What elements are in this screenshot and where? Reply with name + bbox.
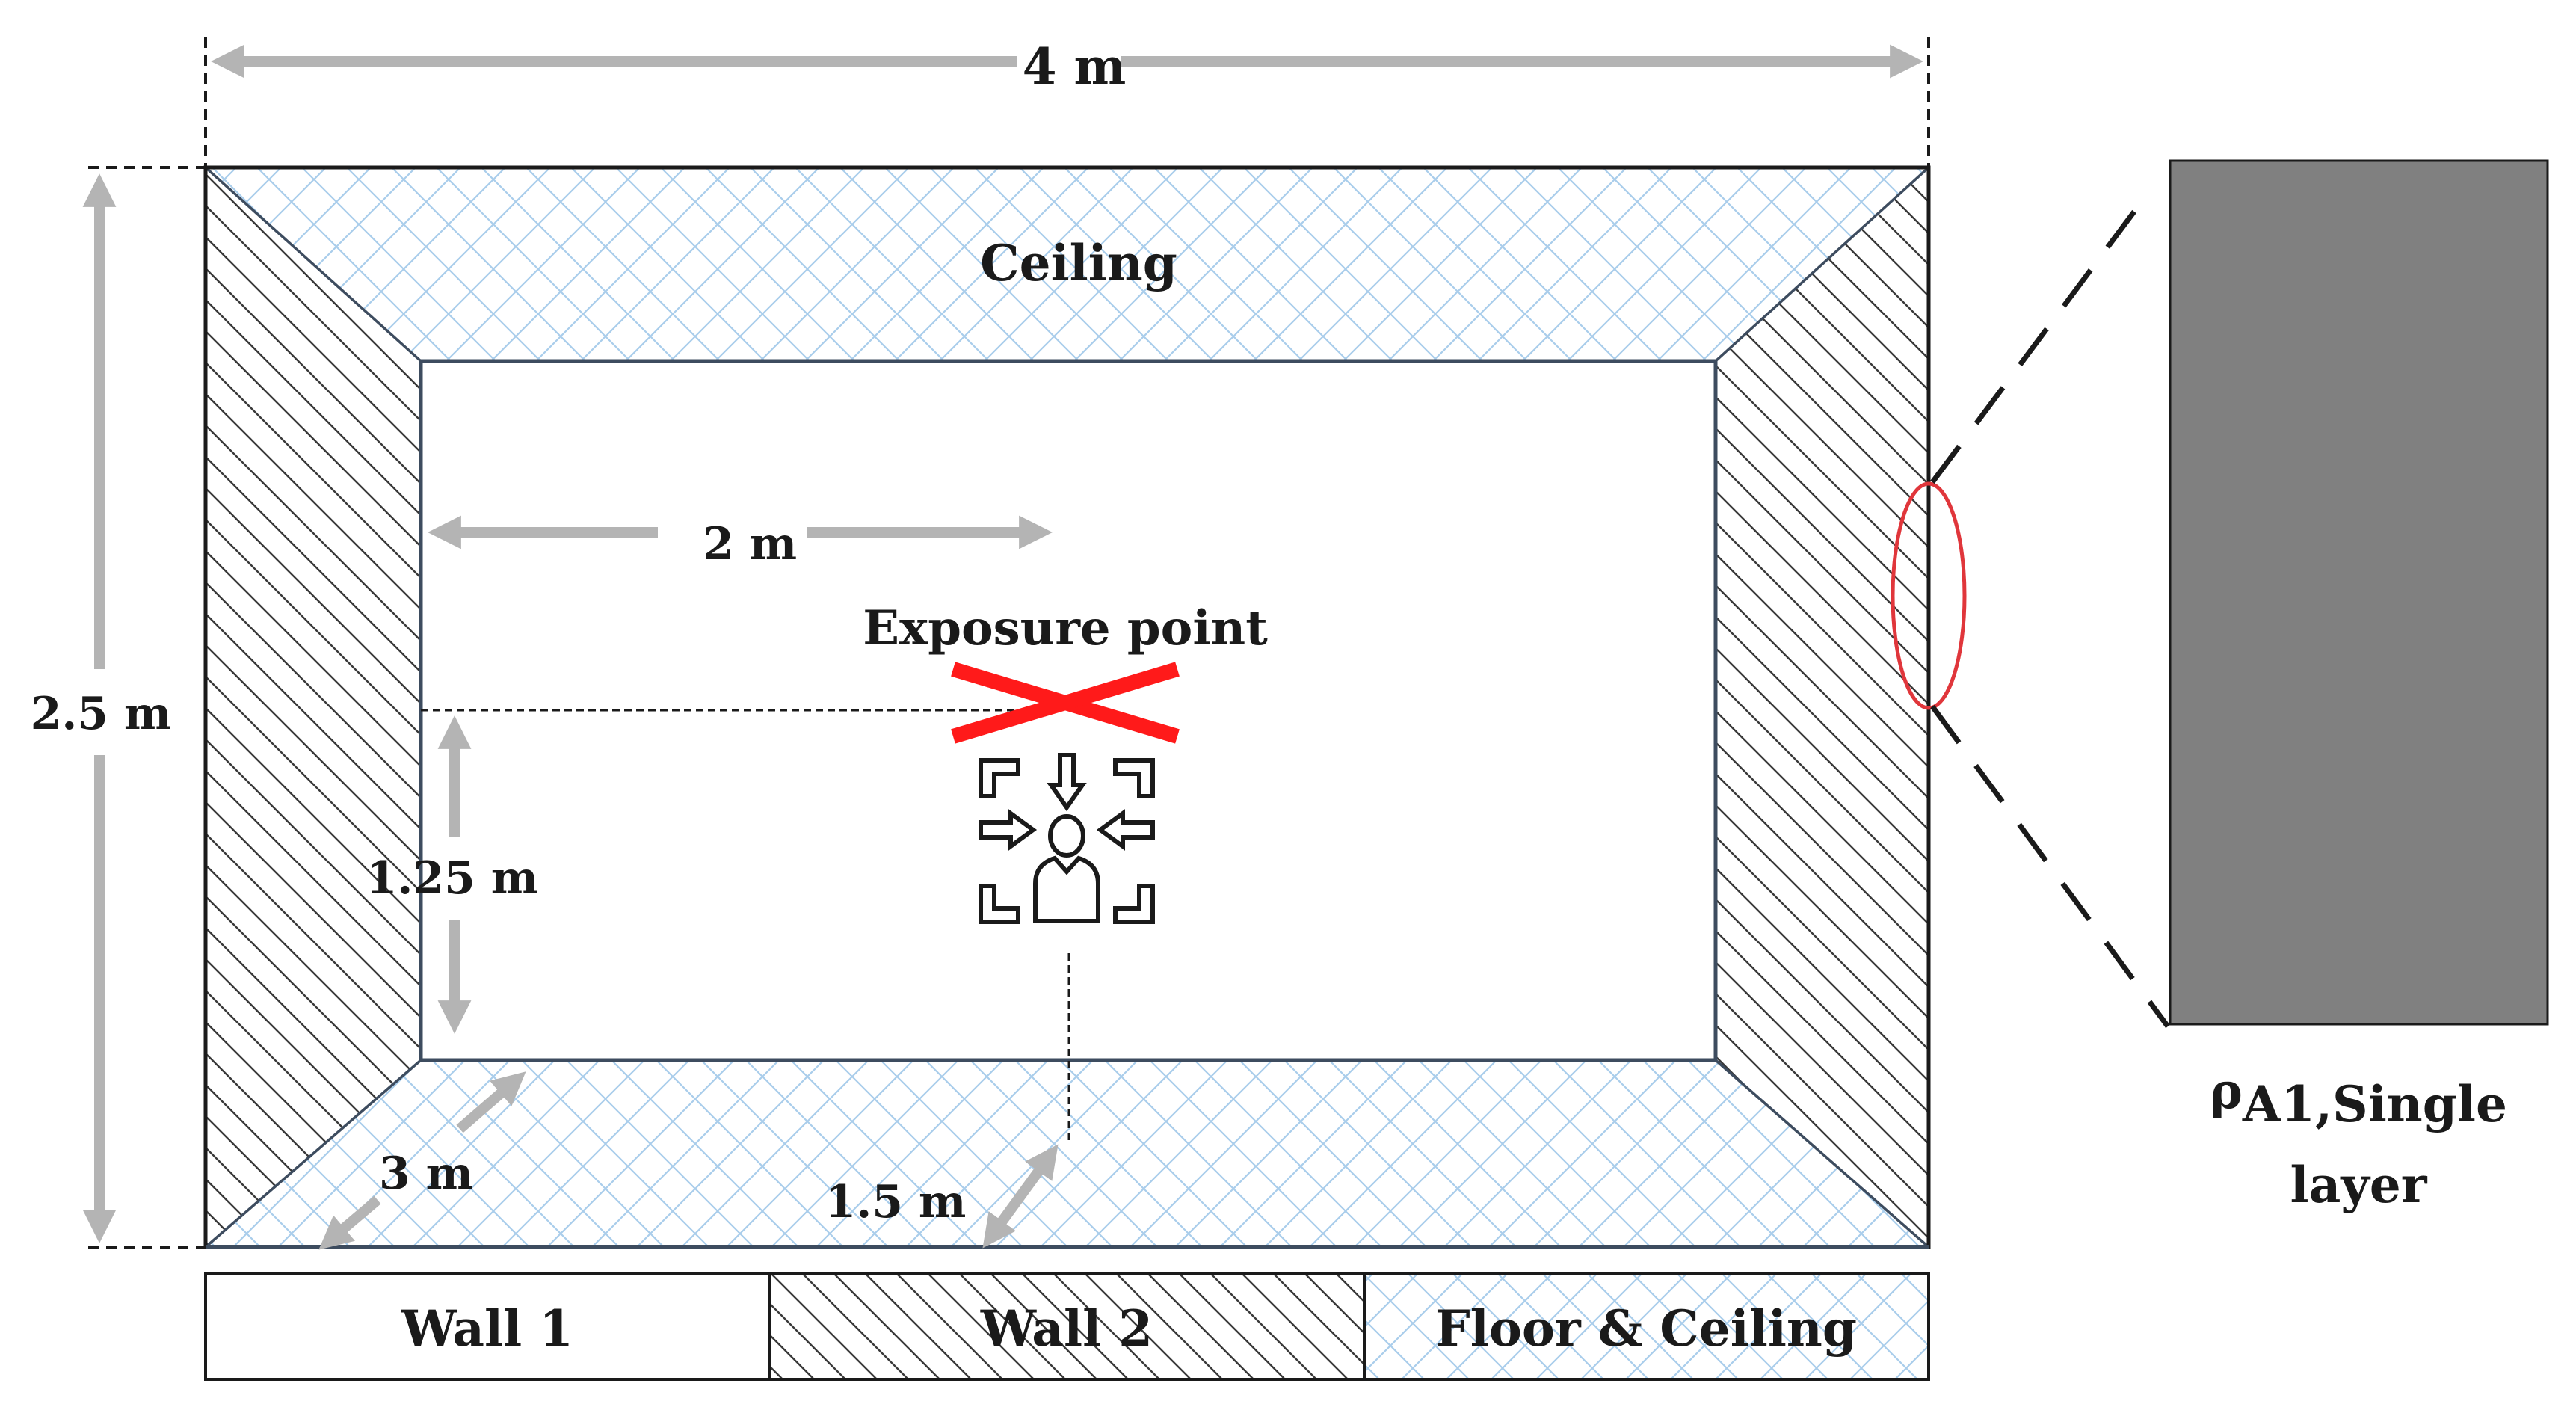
- layer-label-line1: ρA1,Single: [2210, 1062, 2507, 1133]
- depth-dimension: 3 m: [318, 1071, 526, 1250]
- layer-label-line2: layer: [2290, 1156, 2428, 1214]
- legend: Wall 1 Wall 2 Floor & Ceiling: [204, 1272, 1930, 1381]
- wall-2-surface: [1716, 167, 1929, 1247]
- vertical-offset-label: 1.25 m: [366, 852, 539, 905]
- callout-line-top: [1930, 209, 2136, 484]
- legend-swatch-floor-ceiling: [1363, 1272, 1930, 1381]
- ceiling-surface: [206, 167, 1929, 361]
- person-focus-icon: [979, 753, 1155, 924]
- depth-offset-label: 1.5 m: [825, 1176, 967, 1228]
- floor-surface: [206, 1060, 1929, 1247]
- vertical-offset-dimension: 1.25 m: [366, 715, 539, 1034]
- callout-line-bottom: [1930, 704, 2170, 1029]
- height-label: 2.5 m: [31, 688, 172, 740]
- legend-floor-ceiling-label: Floor & Ceiling: [1435, 1299, 1857, 1358]
- ceiling-label: Ceiling: [980, 234, 1177, 292]
- legend-swatch-wall2: [768, 1272, 1366, 1381]
- wall-1-surface: [206, 167, 421, 1247]
- legend-wall2-label: Wall 2: [980, 1299, 1153, 1358]
- room-edges: [204, 166, 1930, 1249]
- width-label: 4 m: [1023, 37, 1127, 96]
- single-layer-block: [2169, 159, 2549, 1026]
- legend-wall1-label: Wall 1: [401, 1299, 573, 1358]
- exposure-point-marker: [951, 662, 1180, 744]
- detail-circle: [1891, 481, 1967, 710]
- depth-offset-dimension: 1.5 m: [825, 1144, 1059, 1249]
- room-diagram: [203, 165, 1931, 1249]
- depth-label: 3 m: [379, 1148, 473, 1200]
- horizontal-offset-label: 2 m: [703, 518, 797, 570]
- width-dimension: 4 m: [204, 37, 1930, 167]
- height-dimension: 2.5 m: [31, 166, 206, 1249]
- horizontal-offset-dimension: 2 m: [428, 515, 1053, 570]
- exposure-point-label: Exposure point: [863, 600, 1268, 656]
